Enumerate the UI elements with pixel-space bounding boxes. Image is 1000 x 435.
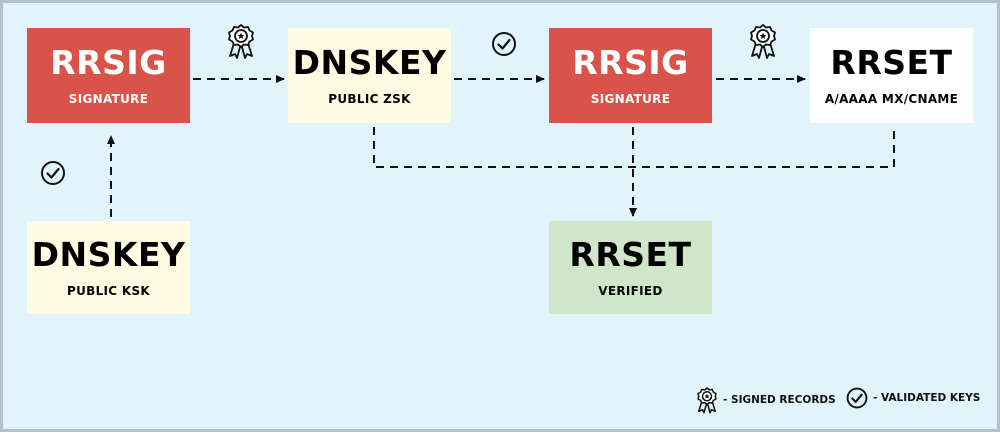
connector-zsk-rrset-merge bbox=[373, 127, 895, 168]
node-title: DNSKEY bbox=[292, 42, 447, 82]
check-circle-icon bbox=[492, 32, 516, 56]
node-subtitle: PUBLIC ZSK bbox=[328, 91, 411, 106]
check-circle-icon bbox=[846, 387, 868, 409]
award-ribbon-icon bbox=[750, 24, 776, 59]
award-ribbon-icon bbox=[697, 387, 717, 414]
rrset-verified-box: RRSET VERIFIED bbox=[549, 221, 712, 314]
legend-signed-label: - SIGNED RECORDS bbox=[723, 394, 836, 406]
node-subtitle: SIGNATURE bbox=[590, 91, 671, 106]
node-subtitle: PUBLIC KSK bbox=[66, 283, 151, 298]
node-title: DNSKEY bbox=[31, 234, 186, 274]
dnskey-ksk-box: DNSKEY PUBLIC KSK bbox=[27, 221, 190, 314]
diagram-connectors bbox=[107, 75, 895, 217]
legend-signed-records: - SIGNED RECORDS bbox=[695, 386, 836, 414]
award-ribbon-icon bbox=[228, 24, 254, 59]
node-title: RRSET bbox=[830, 42, 953, 82]
legend-validated-label: - VALIDATED KEYS bbox=[873, 392, 981, 404]
node-title: RRSET bbox=[569, 234, 692, 274]
node-subtitle: VERIFIED bbox=[598, 283, 663, 298]
rrset-box: RRSET A/AAAA MX/CNAME bbox=[810, 28, 973, 123]
node-title: RRSIG bbox=[50, 42, 167, 82]
node-title: RRSIG bbox=[572, 42, 689, 82]
legend-validated-keys: - VALIDATED KEYS bbox=[845, 386, 980, 410]
rrsig-signature-box-1: RRSIG SIGNATURE bbox=[27, 28, 190, 123]
node-subtitle: A/AAAA MX/CNAME bbox=[824, 91, 959, 106]
node-subtitle: SIGNATURE bbox=[68, 91, 149, 106]
dnskey-zsk-box: DNSKEY PUBLIC ZSK bbox=[288, 28, 451, 123]
check-circle-icon bbox=[41, 161, 65, 185]
rrsig-signature-box-2: RRSIG SIGNATURE bbox=[549, 28, 712, 123]
